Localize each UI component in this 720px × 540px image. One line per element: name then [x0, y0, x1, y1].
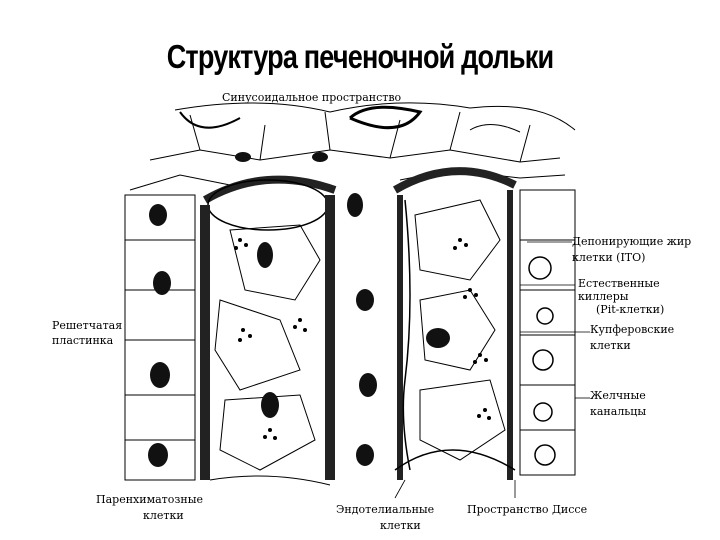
cell-nuclei	[148, 152, 450, 467]
label-kupffer-line2: клетки	[590, 339, 631, 352]
label-endothelial-line1: Эндотелиальные	[336, 503, 435, 516]
label-sinusoid-space: Синусоидальное пространство	[222, 91, 402, 104]
label-kupffer-line1: Купферовские	[590, 323, 675, 336]
label-ito-line2: клетки (ITO)	[572, 251, 646, 264]
label-nk-line1: Естественные	[578, 277, 660, 290]
diagram-title: Структура печеночной дольки	[166, 38, 554, 75]
label-nk-line3: (Pit-клетки)	[596, 303, 665, 316]
label-parenchymal-line2: клетки	[143, 509, 184, 522]
label-endothelial-line2: клетки	[380, 519, 421, 532]
ito-and-pit-cells	[528, 256, 556, 466]
label-bile-line2: канальцы	[590, 405, 647, 418]
label-ito-line1: Депонирующие жир	[572, 235, 692, 248]
leader-lines	[394, 241, 590, 499]
label-reticular-line2: пластинка	[52, 334, 114, 347]
right-cell-column	[519, 189, 576, 476]
granules	[234, 238, 491, 440]
label-nk-line2: киллеры	[578, 290, 629, 303]
upper-tissue	[129, 102, 576, 191]
right-sinusoid-cylinder	[392, 167, 517, 480]
label-disse-space: Пространство Диссе	[467, 503, 588, 516]
label-bile-line1: Желчные	[590, 389, 646, 402]
label-parenchymal-line1: Паренхиматозные	[96, 493, 203, 506]
left-cell-column	[124, 194, 196, 481]
label-reticular-line1: Решетчатая	[52, 319, 123, 332]
left-sinusoid-cylinder	[200, 175, 337, 486]
